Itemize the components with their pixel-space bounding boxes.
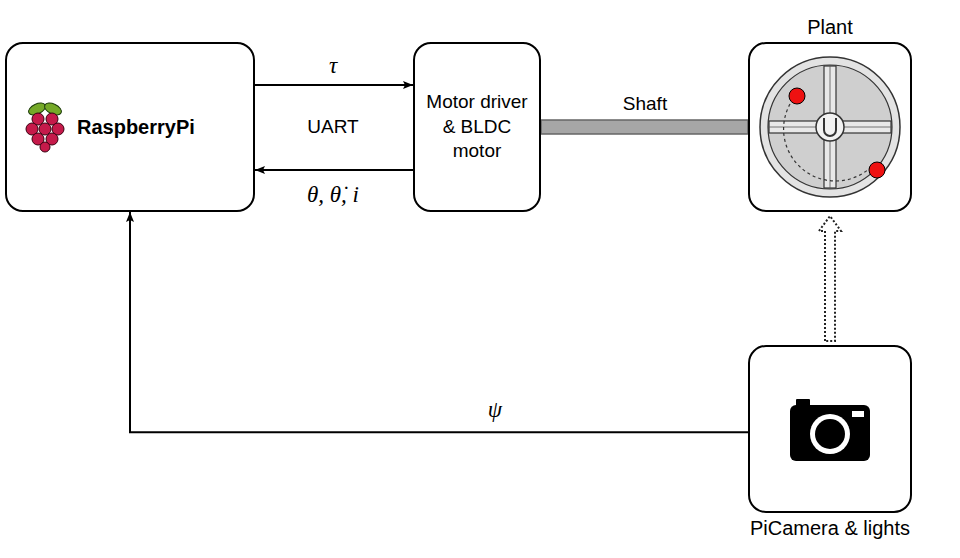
plant-wheel-part — [760, 57, 900, 197]
camera-icon-part — [815, 419, 845, 449]
node-text: PiCamera & lights — [750, 517, 910, 540]
camera-icon-part — [790, 405, 870, 461]
light-arrow — [819, 216, 841, 341]
controller-box: RaspberryPi — [5, 42, 255, 212]
edge-label: θ, θ̇, i — [307, 182, 359, 208]
command-arrow — [255, 84, 413, 86]
raspberry-logo — [26, 101, 64, 152]
edge-label: Shaft — [623, 93, 667, 115]
edge-label: ψ — [488, 397, 502, 423]
plant-wheel — [760, 57, 900, 197]
plant-box: Plant — [748, 42, 912, 212]
camera-icon-part — [852, 411, 864, 417]
camera-icon-part — [810, 414, 850, 454]
plant-wheel-part — [768, 65, 892, 189]
camera-icon — [790, 399, 870, 461]
node-text: Motor driver & BLDC motor — [415, 90, 539, 164]
plant-wheel-part — [816, 113, 844, 141]
edge-label: τ — [329, 53, 337, 79]
raspberry-logo-part — [40, 142, 50, 152]
node-text: RaspberryPi — [77, 116, 195, 139]
node-text: Plant — [807, 16, 853, 39]
shaft-bar — [541, 120, 748, 134]
plant-wheel-part — [824, 118, 836, 136]
driver-box: Motor driver & BLDC motor — [413, 42, 541, 212]
signal-name: UART — [307, 116, 358, 138]
vision-arrow — [130, 212, 748, 432]
feedback-arrow — [255, 169, 413, 171]
plant-wheel-part — [784, 104, 870, 181]
plant-wheel-part — [869, 162, 885, 178]
plant-wheel-part — [789, 88, 805, 104]
camera-box: PiCamera & lights — [748, 345, 912, 513]
